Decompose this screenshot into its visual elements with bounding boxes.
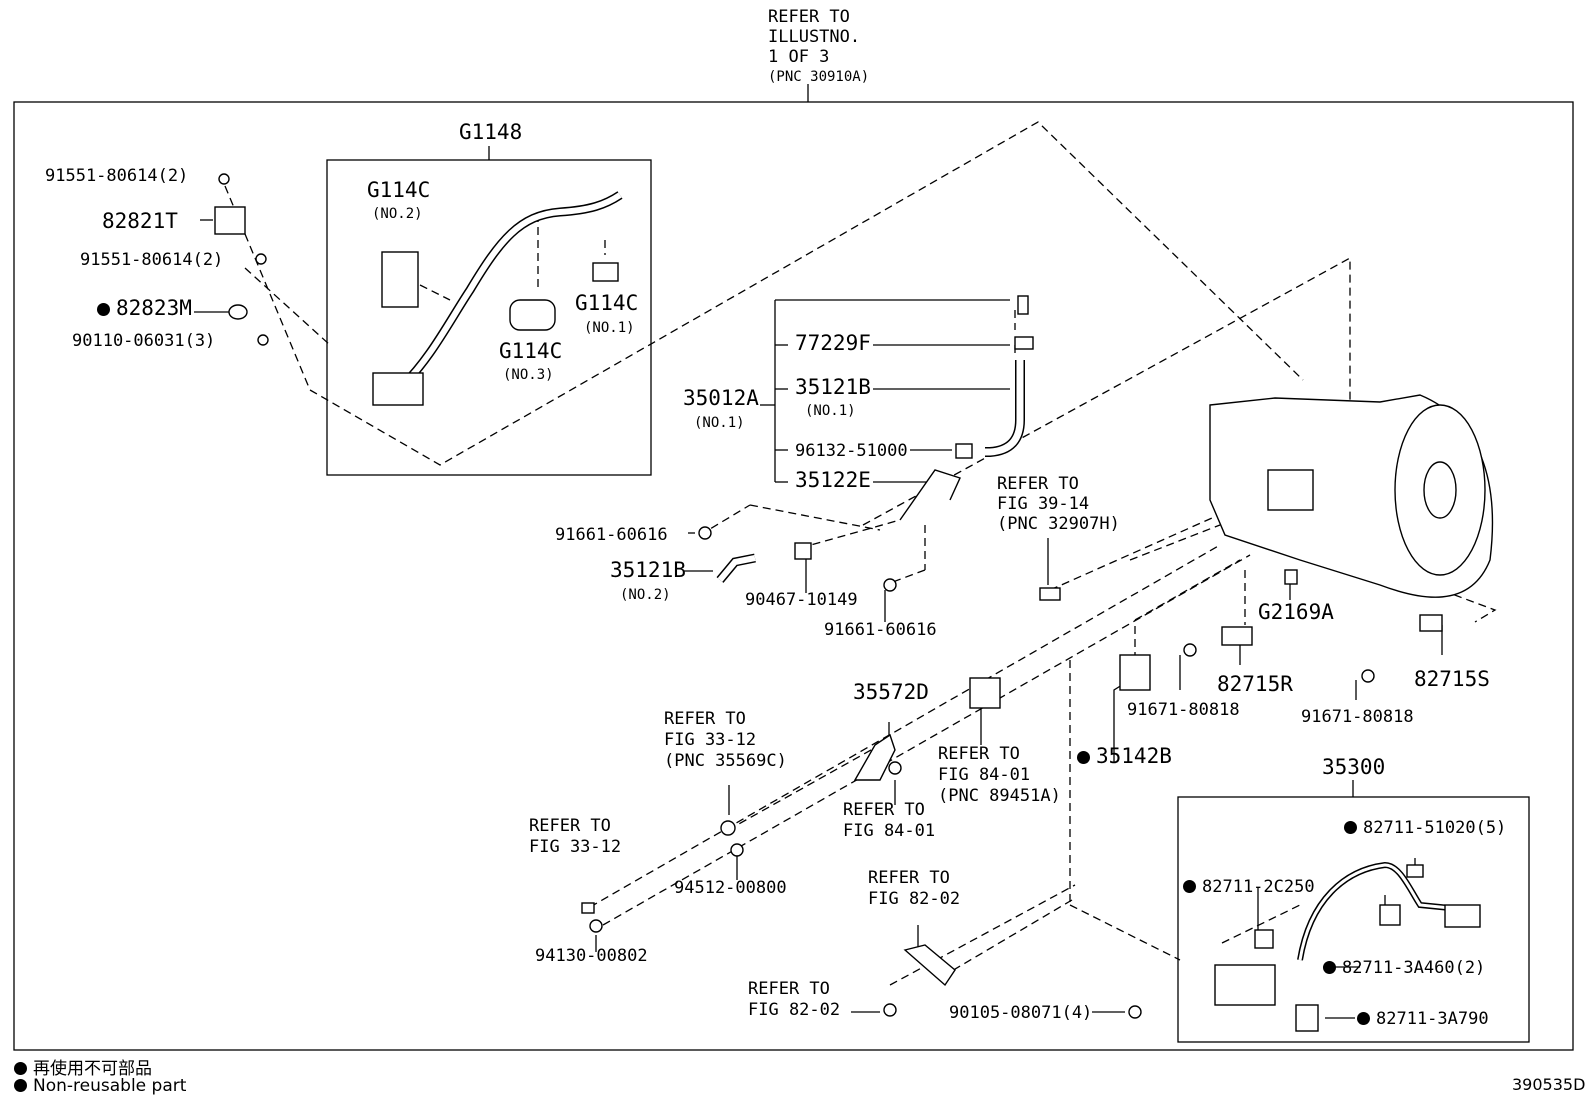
ref-84-01a-line3: (PNC 89451A)	[938, 786, 1061, 806]
ref-82-02b-line1: REFER TO	[748, 979, 830, 999]
label-90467: 90467-10149	[745, 590, 858, 610]
label-90110: 90110-06031(3)	[72, 331, 216, 351]
label-94512: 94512-00800	[674, 878, 787, 898]
label-35121b-no2-sub: (NO.2)	[620, 587, 671, 603]
82821t-part	[214, 206, 246, 235]
dashed-outline-a	[224, 121, 1304, 466]
label-82711-3a790-text: 82711-3A790	[1376, 1009, 1489, 1029]
label-35012a-sub: (NO.1)	[694, 415, 745, 431]
label-g114c-no1: G114C	[575, 291, 639, 315]
35142b-part	[1119, 654, 1151, 691]
label-g114c-no1-sub: (NO.1)	[584, 320, 635, 336]
non-reusable-dot	[1077, 751, 1090, 764]
label-g114c-no2-sub: (NO.2)	[372, 206, 423, 222]
ref-82-02a-line2: FIG 82-02	[868, 889, 961, 909]
ref-39-14-line2: FIG 39-14	[997, 494, 1090, 514]
non-reusable-dot	[14, 1079, 27, 1092]
label-g114c-no2: G114C	[367, 178, 431, 202]
header-refer-line1: REFER TO	[768, 7, 850, 27]
label-91671-a: 91671-80818	[1127, 700, 1240, 720]
non-reusable-dot	[97, 303, 110, 316]
ref-84-01a-line2: FIG 84-01	[938, 765, 1031, 785]
label-91551-a: 91551-80614(2)	[45, 166, 189, 186]
diagram-id: 390535D	[1512, 1075, 1586, 1094]
g114c-no3-part	[509, 299, 556, 331]
label-35142b: 35142B	[1077, 744, 1172, 768]
ref-84-01a-line1: REFER TO	[938, 744, 1020, 764]
legend-text-jp: 再使用不可部品	[33, 1059, 152, 1079]
label-91671-b: 91671-80818	[1301, 707, 1414, 727]
label-82711-3a460-text: 82711-3A460(2)	[1342, 958, 1486, 978]
non-reusable-dot	[1344, 821, 1357, 834]
g1148-connector	[372, 372, 424, 406]
non-reusable-dot	[14, 1062, 27, 1075]
legend-text-en: Non-reusable part	[33, 1076, 187, 1096]
label-90105: 90105-08071(4)	[949, 1003, 1093, 1023]
label-82711-3a460: 82711-3A460(2)	[1323, 958, 1485, 978]
label-91551-b: 91551-80614(2)	[80, 250, 224, 270]
g114c-no2-part	[381, 251, 419, 308]
header-refer-line4: (PNC 30910A)	[768, 69, 870, 85]
label-96132: 96132-51000	[795, 441, 908, 461]
actuator-motor	[1214, 964, 1276, 1006]
label-35121b-no1-sub: (NO.1)	[805, 403, 856, 419]
label-77229f: 77229F	[795, 331, 871, 355]
label-82715r: 82715R	[1217, 672, 1293, 696]
g114c-no1-part	[592, 262, 619, 282]
label-35572d: 35572D	[853, 680, 929, 704]
legend-line2: Non-reusable part	[14, 1076, 186, 1096]
non-reusable-dot	[1357, 1012, 1370, 1025]
legend-line1: 再使用不可部品	[14, 1054, 152, 1079]
label-35300: 35300	[1322, 755, 1386, 779]
ref-82-02b-line2: FIG 82-02	[748, 1000, 841, 1020]
header-refer-line2: ILLUSTNO.	[768, 27, 861, 47]
label-35012a: 35012A	[683, 386, 759, 410]
non-reusable-dot	[1183, 880, 1196, 893]
label-82711-2c250-text: 82711-2C250	[1202, 877, 1315, 897]
label-g114c-no3: G114C	[499, 339, 563, 363]
82823m-part	[228, 304, 248, 320]
non-reusable-dot	[1323, 961, 1336, 974]
ref-33-12a-line1: REFER TO	[664, 709, 746, 729]
ref-33-12b-line2: FIG 33-12	[529, 837, 622, 857]
label-35142b-text: 35142B	[1096, 744, 1172, 768]
label-35121b-no2: 35121B	[610, 558, 686, 582]
ref-82-02a-line1: REFER TO	[868, 868, 950, 888]
label-91661-b: 91661-60616	[824, 620, 937, 640]
label-82821t: 82821T	[102, 209, 178, 233]
ref-33-12a-line2: FIG 33-12	[664, 730, 757, 750]
label-82711-3a790: 82711-3A790	[1357, 1009, 1489, 1029]
outer-frame	[13, 101, 1574, 1051]
label-94130: 94130-00802	[535, 946, 648, 966]
label-82823m-text: 82823M	[116, 296, 192, 320]
header-refer-line3: 1 OF 3	[768, 47, 830, 67]
label-82711-2c250: 82711-2C250	[1183, 877, 1315, 897]
ref-84-01b-line2: FIG 84-01	[843, 821, 936, 841]
label-82823m: 82823M	[97, 296, 192, 320]
ref-39-14-line1: REFER TO	[997, 474, 1079, 494]
ref-84-01b-line1: REFER TO	[843, 800, 925, 820]
label-g114c-no3-sub: (NO.3)	[503, 367, 554, 383]
label-82715s: 82715S	[1414, 667, 1490, 691]
dashed-shaft-b	[602, 554, 1251, 926]
ref-33-12a-line3: (PNC 35569C)	[664, 751, 787, 771]
label-35121b-no1: 35121B	[795, 375, 871, 399]
dashed-outline-b	[862, 256, 1351, 526]
label-g1148: G1148	[459, 120, 523, 144]
label-82711-51020-text: 82711-51020(5)	[1363, 818, 1507, 838]
label-g2169a: G2169A	[1258, 600, 1334, 624]
ref-39-14-line3: (PNC 32907H)	[997, 514, 1120, 534]
label-91661-a: 91661-60616	[555, 525, 668, 545]
ref-33-12b-line1: REFER TO	[529, 816, 611, 836]
dashed-shaft-a	[589, 544, 1221, 908]
label-82711-51020: 82711-51020(5)	[1344, 818, 1506, 838]
label-35122e: 35122E	[795, 468, 871, 492]
